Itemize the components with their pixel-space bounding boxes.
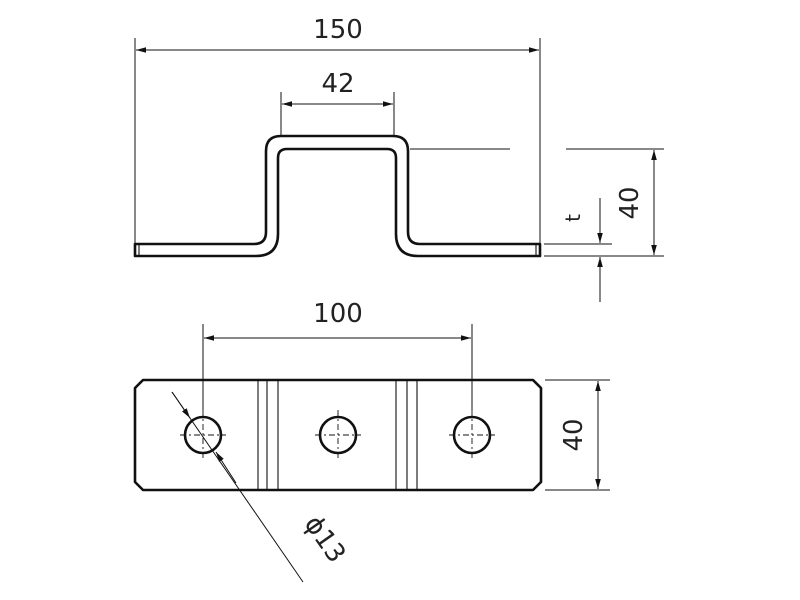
dim-label-hole-spacing: 100 <box>313 299 363 329</box>
dim-label-overall-length: 150 <box>313 15 363 45</box>
diameter-arrow-inner <box>215 451 237 484</box>
dim-label-channel-width: 42 <box>321 69 354 99</box>
plan-view: 100 40 ϕ13 <box>133 299 610 583</box>
dim-label-height-plan: 40 <box>559 418 589 451</box>
side-view: 150 42 40 t <box>133 15 664 302</box>
dim-label-thickness: t <box>561 214 585 222</box>
diameter-arrow-outer <box>171 391 191 419</box>
plate-outline <box>133 378 543 492</box>
dim-label-hole-diameter: ϕ13 <box>298 510 351 568</box>
dim-label-height-side: 40 <box>615 186 645 219</box>
strap-profile <box>133 134 542 258</box>
diameter-leader-line <box>171 391 304 583</box>
